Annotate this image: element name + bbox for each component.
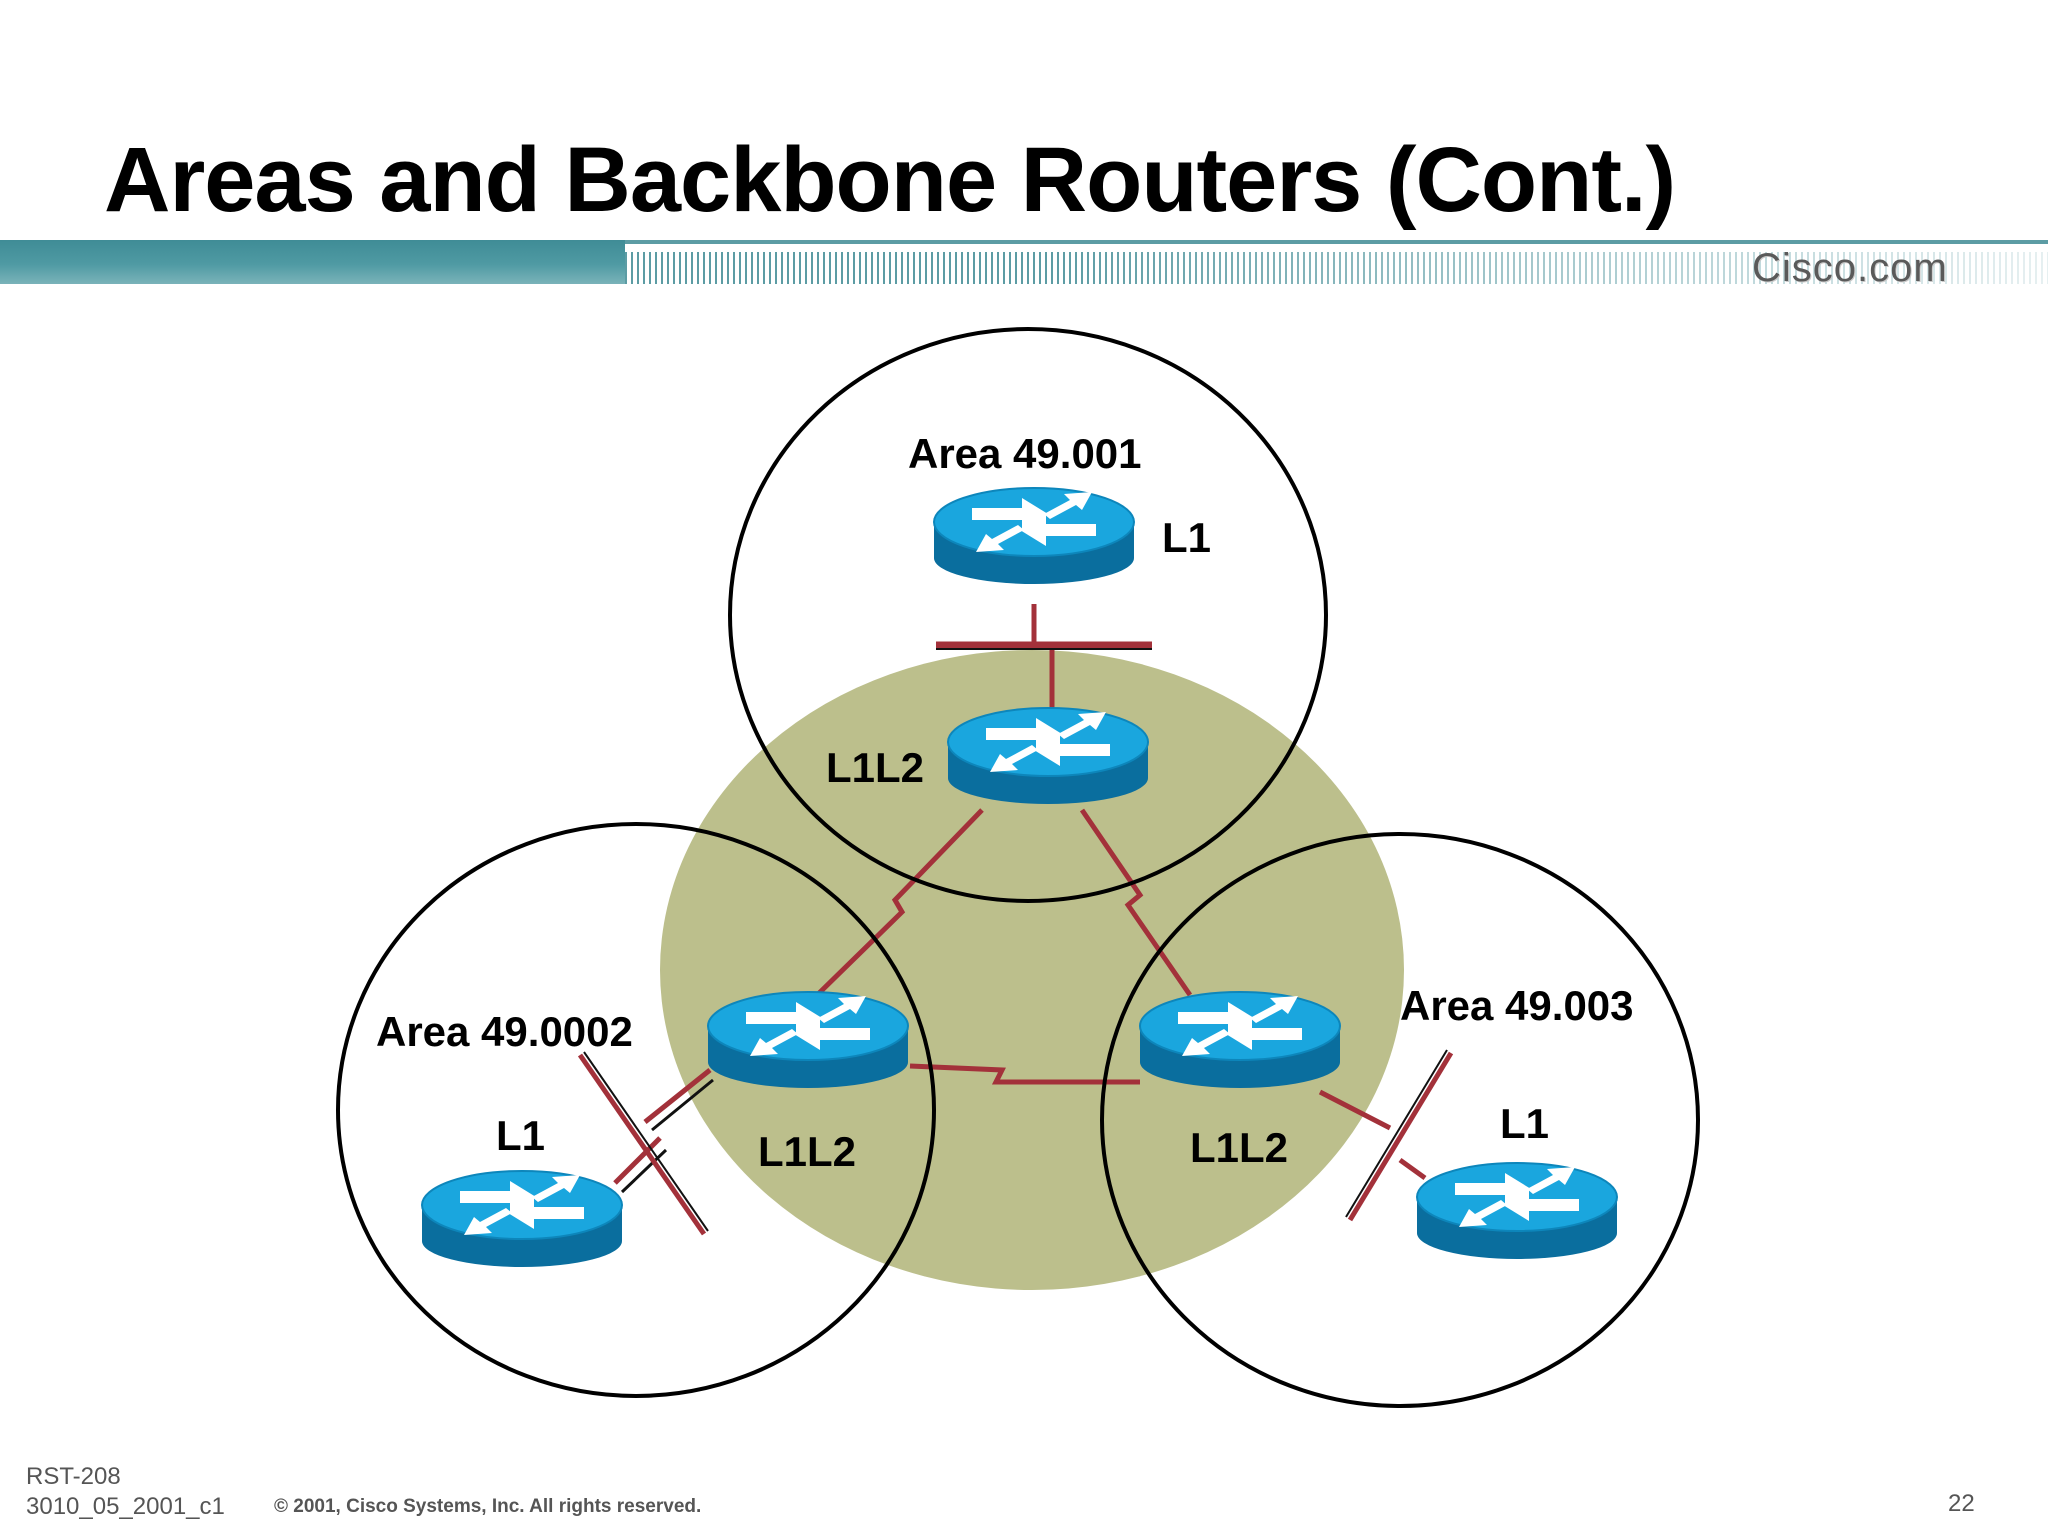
lan-segment-right <box>1347 1051 1454 1222</box>
backbone-region <box>660 650 1404 1290</box>
area-label-top: Area 49.001 <box>908 430 1142 477</box>
lan-link-right <box>1318 1089 1427 1181</box>
header-band-line <box>625 240 2048 244</box>
brand-logo-text: Cisco.com <box>1752 246 1948 290</box>
slide-title: Areas and Backbone Routers (Cont.) <box>104 129 1676 231</box>
router-icon <box>707 991 909 1089</box>
area-label-right: Area 49.003 <box>1400 982 1634 1029</box>
area-circle-top <box>728 327 1328 903</box>
wan-link-bottom <box>909 1063 1140 1085</box>
wan-link-top-left <box>810 808 984 1002</box>
copyright-notice: © 2001, Cisco Systems, Inc. All rights r… <box>274 1496 702 1517</box>
course-code: RST-208 <box>26 1463 121 1490</box>
router-role-label: L1 <box>1162 514 1211 561</box>
footer-code: RST-208 3010_05_2001_c1 <box>26 1462 225 1522</box>
page-number: 22 <box>1948 1490 1975 1517</box>
router-icon <box>1416 1162 1618 1260</box>
router-icon <box>421 1170 623 1268</box>
router-role-label: L1 <box>1500 1100 1549 1147</box>
router-icon <box>947 707 1149 805</box>
router-role-label: L1L2 <box>1190 1124 1288 1171</box>
area-circle-left <box>336 822 936 1398</box>
router-role-label: L1L2 <box>758 1128 856 1175</box>
header-band <box>0 240 625 284</box>
area-label-left: Area 49.0002 <box>376 1008 633 1055</box>
lan-segment-left <box>577 1053 707 1236</box>
header-band-stripes <box>625 252 2048 284</box>
router-icon <box>933 487 1135 585</box>
router-icon <box>1139 991 1341 1089</box>
doc-id: 3010_05_2001_c1 <box>26 1493 225 1520</box>
router-role-label: L1 <box>496 1112 545 1159</box>
area-circle-right <box>1100 832 1700 1408</box>
router-role-label: L1L2 <box>826 744 924 791</box>
lan-link-left <box>613 1068 712 1185</box>
